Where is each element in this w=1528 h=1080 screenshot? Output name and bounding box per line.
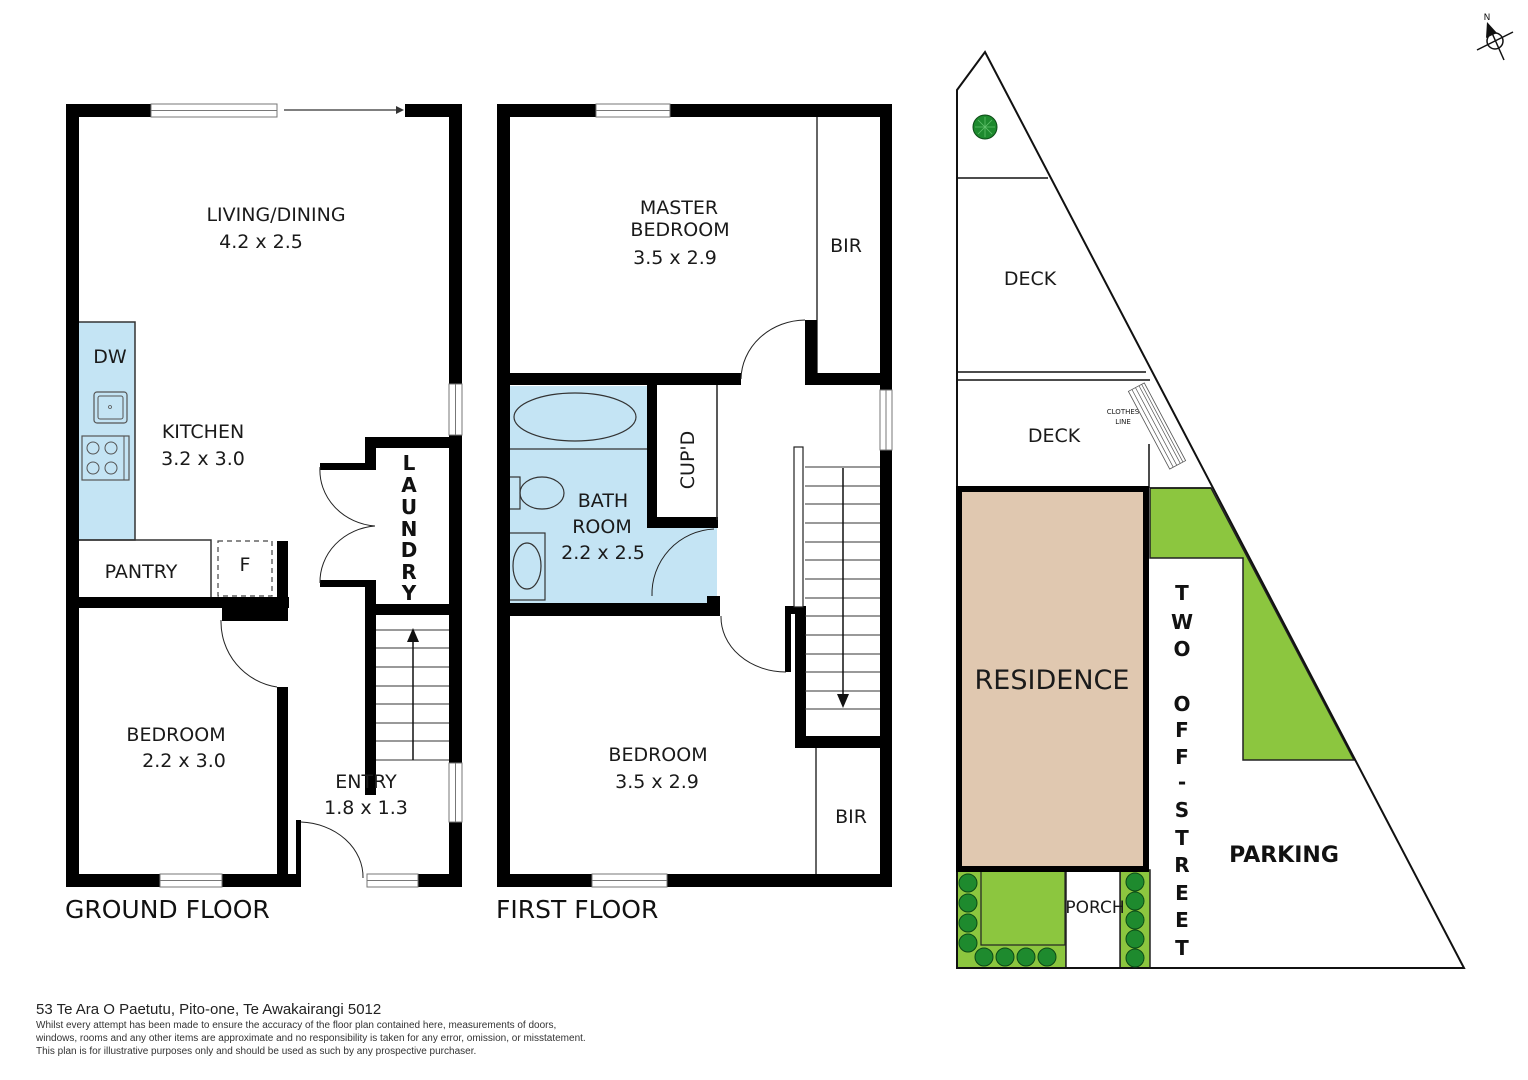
ground-floor-windows — [150, 103, 463, 888]
first-floor-doors — [651, 319, 806, 673]
room-size-living: 4.2 x 2.5 — [219, 231, 303, 253]
svg-text:O: O — [1173, 637, 1190, 661]
room-label-bir-top: BIR — [830, 235, 862, 257]
svg-text:F: F — [1175, 745, 1189, 769]
room-label-laundry: L A U N D R Y — [401, 451, 418, 605]
svg-text:D: D — [401, 538, 418, 562]
shrub-row-bottom — [974, 947, 1057, 967]
svg-text:-: - — [1178, 770, 1186, 794]
sink-icon — [93, 391, 128, 424]
room-label-bath-line2: ROOM — [572, 516, 632, 538]
site-label-deck-top: DECK — [1004, 268, 1057, 290]
room-label-entry: ENTRY — [335, 771, 397, 793]
ground-floor-plan: LIVING/DINING 4.2 x 2.5 DW KITCHEN 3.2 x… — [65, 103, 463, 924]
room-label-master-line2: BEDROOM — [630, 219, 729, 241]
room-label-bedroom-ground: BEDROOM — [126, 724, 225, 746]
first-floor-walls — [497, 104, 892, 887]
room-label-cupboard: CUP'D — [677, 431, 699, 489]
site-label-deck-bottom: DECK — [1028, 425, 1081, 447]
room-label-bir-bottom: BIR — [835, 806, 867, 828]
svg-text:O: O — [1173, 692, 1190, 716]
bathroom-floor-extension — [647, 520, 717, 603]
svg-text:N: N — [401, 517, 418, 541]
disclaimer-line-3: This plan is for illustrative purposes o… — [36, 1046, 477, 1057]
sliding-door-arrow-icon — [284, 106, 404, 114]
shrub-row-left — [958, 873, 978, 953]
svg-text:U: U — [401, 495, 417, 519]
site-label-porch: PORCH — [1065, 898, 1124, 918]
ground-floor-walls — [66, 104, 462, 887]
room-size-entry: 1.8 x 1.3 — [324, 797, 408, 819]
svg-text:F: F — [1175, 718, 1189, 742]
svg-text:Y: Y — [401, 581, 417, 605]
porch-area — [1065, 869, 1121, 969]
site-label-clothes-line-1: CLOTHES — [1107, 408, 1140, 416]
compass-north-label: N — [1484, 13, 1491, 23]
bathtub-icon — [513, 392, 637, 442]
site-label-parking: PARKING — [1229, 843, 1339, 868]
room-label-kitchen: KITCHEN — [162, 421, 244, 443]
appliance-label-dw: DW — [93, 346, 127, 368]
room-size-kitchen: 3.2 x 3.0 — [161, 448, 245, 470]
svg-text:S: S — [1175, 798, 1189, 822]
disclaimer-line-1: Whilst every attempt has been made to en… — [36, 1020, 557, 1031]
room-label-bath-line1: BATH — [578, 490, 628, 512]
kitchen-bench — [77, 321, 136, 541]
north-compass-icon: N — [1476, 13, 1514, 61]
room-label-pantry: PANTRY — [105, 561, 178, 583]
tree-icon — [972, 114, 998, 140]
disclaimer-line-2: windows, rooms and any other items are a… — [36, 1033, 586, 1044]
residence-footprint — [956, 486, 1149, 872]
stair-rail — [793, 446, 804, 608]
first-floor-plan: MASTER BEDROOM 3.5 x 2.9 BIR BATH ROOM 2… — [496, 103, 893, 924]
first-floor-title: FIRST FLOOR — [496, 895, 658, 924]
svg-text:E: E — [1175, 881, 1189, 905]
svg-text:L: L — [403, 451, 416, 475]
plan-footer: 53 Te Ara O Paetutu, Pito-one, Te Awakai… — [36, 1001, 586, 1058]
bathroom-floor — [509, 386, 647, 603]
room-size-bedroom-ground: 2.2 x 3.0 — [142, 750, 226, 772]
svg-text:R: R — [401, 560, 416, 584]
room-label-living: LIVING/DINING — [206, 204, 345, 226]
room-size-bedroom-first: 3.5 x 2.9 — [615, 771, 699, 793]
appliance-label-fridge: F — [240, 554, 251, 576]
site-plan: DECK DECK CLOTHES LINE RESIDENCE PORCH P… — [956, 50, 1466, 969]
ground-floor-stairs — [376, 628, 449, 761]
site-label-residence: RESIDENCE — [975, 665, 1130, 696]
svg-text:T: T — [1175, 581, 1189, 605]
room-label-master-line1: MASTER — [640, 197, 718, 219]
svg-text:A: A — [401, 473, 417, 497]
room-size-bath: 2.2 x 2.5 — [561, 542, 645, 564]
clothes-line-icon — [1127, 382, 1187, 470]
first-floor-windows — [591, 103, 893, 888]
svg-text:T: T — [1175, 936, 1189, 960]
ground-floor-doors — [220, 466, 376, 879]
room-label-bedroom-first: BEDROOM — [608, 744, 707, 766]
fridge-space — [217, 540, 273, 597]
first-floor-stairs — [805, 466, 880, 710]
site-label-two-off-street: T W O O F F - S T R E E T — [1171, 581, 1193, 960]
room-size-master: 3.5 x 2.9 — [633, 247, 717, 269]
svg-text:E: E — [1175, 908, 1189, 932]
ground-floor-title: GROUND FLOOR — [65, 895, 270, 924]
svg-text:T: T — [1175, 826, 1189, 850]
svg-text:W: W — [1171, 610, 1193, 634]
property-address: 53 Te Ara O Paetutu, Pito-one, Te Awakai… — [36, 1001, 382, 1018]
shrub-row-porch — [1125, 872, 1145, 968]
svg-text:R: R — [1174, 853, 1189, 877]
cooktop-icon — [81, 435, 130, 481]
site-label-clothes-line-2: LINE — [1115, 418, 1131, 426]
